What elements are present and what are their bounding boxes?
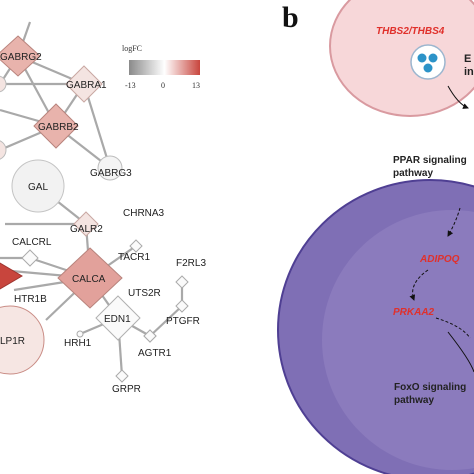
node-glp1r: [0, 305, 45, 375]
node-tacr1: [129, 239, 143, 253]
node-calca: [57, 247, 123, 309]
cut-text-2: in: [464, 66, 474, 78]
label-calca: CALCA: [72, 274, 106, 285]
edge: [149, 305, 183, 337]
label-chrna3: CHRNA3: [123, 208, 165, 219]
node-hrh1: [76, 330, 84, 338]
vesicle-dot: [428, 53, 438, 63]
vesicle-dot: [417, 53, 427, 63]
gene-prkaa2: PRKAA2: [393, 307, 435, 318]
label-uts2r: UTS2R: [128, 288, 161, 299]
node-gabrg3: [97, 155, 123, 181]
node-htr1b-red: [0, 262, 23, 290]
node-f2rl3: [175, 275, 189, 289]
legend-title: logFC: [122, 44, 142, 53]
label-calcrl: CALCRL: [12, 237, 52, 248]
dashed-arrow-3: [435, 317, 471, 339]
node-galr2: [73, 211, 99, 237]
label-tacr1: TACR1: [118, 252, 150, 263]
node-calcrl: [21, 249, 39, 267]
vesicle-dot: [423, 63, 433, 73]
network-nodes: [0, 35, 189, 383]
label-gabra1: GABRA1: [66, 80, 107, 91]
network-panel: GABRG2 GABRA1 GABRB2 GABRG3 GAL GALR2 CH…: [0, 21, 206, 395]
label-galr2: GALR2: [70, 224, 103, 235]
legend-min: -13: [125, 81, 136, 90]
ppar-line-2: pathway: [393, 168, 433, 179]
dashed-arrow-1: [447, 207, 461, 237]
label-htr1b: HTR1B: [14, 294, 47, 305]
label-gabrb2: GABRB2: [38, 122, 79, 133]
pathway-panel: b THBS2/THBS4 E in PPAR signaling pathwa…: [277, 0, 474, 474]
node-agtr1: [143, 329, 157, 343]
label-gabrg2: GABRG2: [0, 52, 42, 63]
node-gal: [11, 159, 65, 213]
label-grpr: GRPR: [112, 384, 141, 395]
legend-mid: 0: [161, 81, 165, 90]
vesicle: [410, 44, 446, 80]
label-ptgfr: PTGFR: [166, 316, 200, 327]
foxo-line-2: pathway: [394, 395, 434, 406]
top-cell: [329, 0, 474, 117]
node-partial-top: [0, 75, 7, 93]
node-ptgfr: [175, 299, 189, 313]
label-hrh1: HRH1: [64, 338, 92, 349]
solid-curve: [447, 331, 474, 373]
label-f2rl3: F2RL3: [176, 258, 206, 269]
node-edn1: [95, 295, 141, 341]
legend-gradient-bar: [129, 60, 200, 75]
foxo-line-1: FoxO signaling: [394, 382, 466, 393]
ppar-line-1: PPAR signaling: [393, 155, 467, 166]
node-grpr: [115, 369, 129, 383]
node-gabra1: [65, 65, 103, 103]
label-gal: GAL: [28, 182, 48, 193]
label-glp1r: LP1R: [0, 336, 25, 347]
logfc-legend: logFC -13 0 13: [122, 44, 200, 90]
network-labels: GABRG2 GABRA1 GABRB2 GABRG3 GAL GALR2 CH…: [0, 52, 206, 395]
node-gabrg2: [0, 35, 41, 77]
gene-thbs2-thbs4: THBS2/THBS4: [376, 26, 445, 37]
label-agtr1: AGTR1: [138, 348, 172, 359]
arrow-curve: [447, 85, 469, 109]
label-gabrg3: GABRG3: [90, 168, 132, 179]
node-gabrb2: [33, 103, 79, 149]
panel-label-b: b: [282, 1, 299, 34]
main-cell-inner: [322, 210, 474, 470]
gene-adipoq: ADIPOQ: [419, 254, 460, 265]
node-partial-mid: [0, 140, 7, 160]
label-edn1: EDN1: [104, 314, 131, 325]
legend-max: 13: [192, 81, 200, 90]
cut-text-1: E: [464, 53, 471, 65]
